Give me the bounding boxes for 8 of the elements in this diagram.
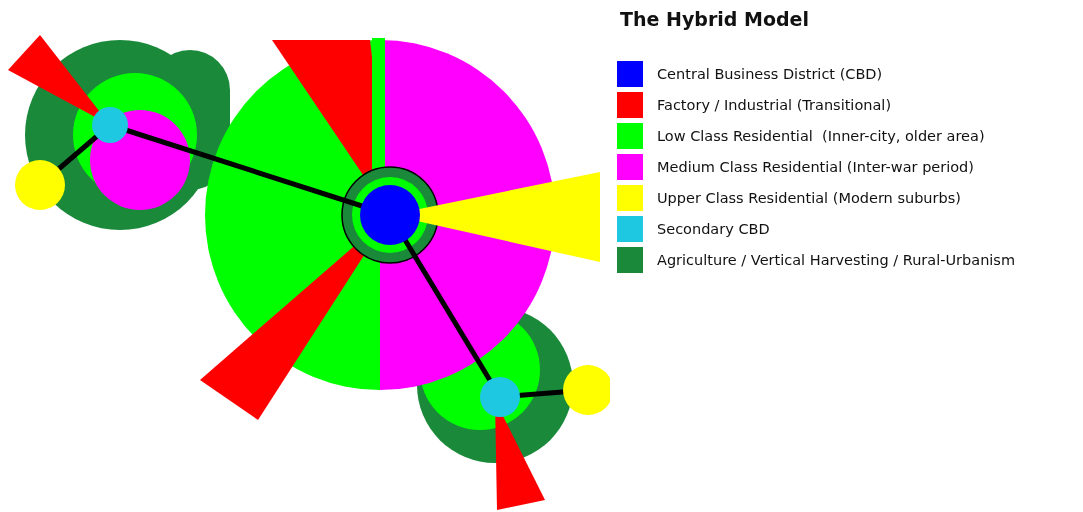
legend-label: Low Class Residential (Inner-city, older area) <box>657 127 985 144</box>
legend-label: Medium Class Residential (Inter-war period) <box>657 158 974 175</box>
legend-label: Factory / Industrial (Transitional) <box>657 96 892 113</box>
legend-label: Central Business District (CBD) <box>657 65 883 82</box>
legend-label: Secondary CBD <box>657 220 770 237</box>
legend-label: Upper Class Residential (Modern suburbs) <box>657 189 961 206</box>
legend-label: Agriculture / Vertical Harvesting / Rural-Urbanism <box>657 251 1016 268</box>
legend-title: The Hybrid Model <box>620 8 809 30</box>
